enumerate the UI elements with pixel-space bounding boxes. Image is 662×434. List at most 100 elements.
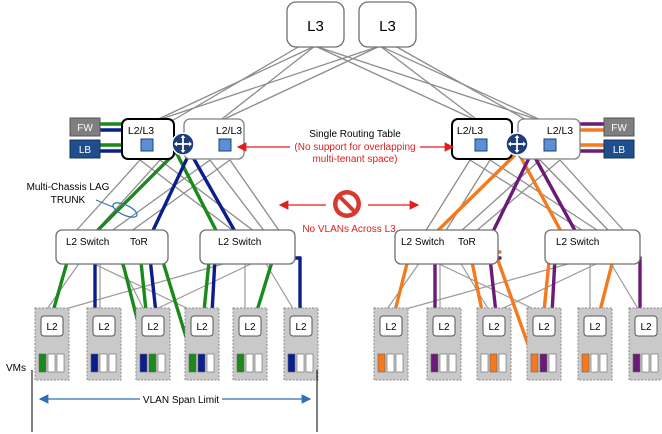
vm-slot[interactable] — [548, 353, 557, 373]
tor-switch-4[interactable]: L2 Switch — [544, 229, 641, 265]
server-8[interactable]: L2 — [426, 307, 462, 381]
server-7[interactable]: L2 — [373, 307, 409, 381]
server-4[interactable]: L2 — [184, 307, 220, 381]
vm-slot[interactable] — [139, 353, 148, 373]
vm-slot[interactable] — [581, 353, 590, 373]
server-3[interactable]: L2 — [135, 307, 171, 381]
vm-slot[interactable] — [480, 353, 489, 373]
tor-switch-2-label: L2 Switch — [218, 237, 261, 248]
vm-slot[interactable] — [296, 353, 305, 373]
vm-slot[interactable] — [650, 353, 659, 373]
server-10-label: L2 — [538, 322, 550, 333]
server-7-label: L2 — [385, 322, 397, 333]
server-6-label: L2 — [295, 322, 307, 333]
tor-switch-4-label: L2 Switch — [556, 237, 599, 248]
load-balancer-left-label: LB — [79, 145, 92, 156]
vm-slot[interactable] — [254, 353, 263, 373]
agg-switch-right-a-label: L2/L3 — [457, 125, 483, 137]
aggregation-right: L2/L3 L2/L3 — [451, 118, 581, 160]
vm-slot[interactable] — [38, 353, 47, 373]
vm-slot[interactable] — [498, 353, 507, 373]
vm-slot[interactable] — [287, 353, 296, 373]
vm-slot[interactable] — [632, 353, 641, 373]
vm-slot[interactable] — [641, 353, 650, 373]
agg-switch-left-b-label: L2/L3 — [216, 125, 242, 137]
server-1-label: L2 — [46, 322, 58, 333]
hypervisor-switch — [238, 315, 262, 337]
vm-slot[interactable] — [90, 353, 99, 373]
load-balancer-left[interactable] — [69, 139, 101, 159]
server-3-label: L2 — [147, 322, 159, 333]
vm-slot[interactable] — [590, 353, 599, 373]
core-router-left[interactable] — [286, 1, 345, 48]
prohibited-icon — [333, 190, 361, 218]
agg-switch-left-a-label: L2/L3 — [128, 125, 154, 137]
hypervisor-switch — [634, 315, 658, 337]
vm-slot[interactable] — [305, 353, 314, 373]
hypervisor-switch — [190, 315, 214, 337]
firewall-right[interactable] — [603, 117, 635, 137]
aggregation-left: L2/L3 L2/L3 — [121, 118, 245, 160]
server-1[interactable]: L2 — [34, 307, 70, 381]
server-11[interactable]: L2 — [577, 307, 613, 381]
vm-slot[interactable] — [377, 353, 386, 373]
lag-note-line2: TRUNK — [51, 195, 86, 206]
vm-slot[interactable] — [386, 353, 395, 373]
vm-slot[interactable] — [530, 353, 539, 373]
tor-switch-3[interactable]: L2 Switch ToR — [394, 229, 499, 265]
tor-switch-1-label: L2 Switch — [66, 237, 109, 248]
vm-slot[interactable] — [56, 353, 65, 373]
lag-marker-ellipse — [112, 202, 138, 218]
router-icon — [171, 132, 195, 156]
vm-slot[interactable] — [395, 353, 404, 373]
load-balancer-right-label: LB — [613, 145, 626, 156]
server-10[interactable]: L2 — [526, 307, 562, 381]
vm-slot[interactable] — [206, 353, 215, 373]
vm-slot[interactable] — [188, 353, 197, 373]
vm-slot[interactable] — [448, 353, 457, 373]
hypervisor-switch — [379, 315, 403, 337]
vm-slot[interactable] — [148, 353, 157, 373]
vm-slot[interactable] — [430, 353, 439, 373]
vm-slot[interactable] — [108, 353, 117, 373]
tor-switch-2[interactable]: L2 Switch — [199, 229, 296, 265]
vm-slot[interactable] — [245, 353, 254, 373]
core-aggregation-links — [151, 45, 546, 123]
vm-slot[interactable] — [489, 353, 498, 373]
vm-slot[interactable] — [539, 353, 548, 373]
server-9[interactable]: L2 — [476, 307, 512, 381]
tor-switch-1-tag: ToR — [130, 237, 148, 248]
routing-table-note: Single Routing Table — [309, 129, 401, 140]
core-router-left-label: L3 — [307, 18, 324, 35]
server-8-label: L2 — [438, 322, 450, 333]
vm-slot[interactable] — [236, 353, 245, 373]
tor-switch-3-label: L2 Switch — [401, 237, 444, 248]
firewall-left[interactable] — [69, 117, 101, 137]
server-9-label: L2 — [488, 322, 500, 333]
module-icon — [140, 138, 154, 152]
server-5[interactable]: L2 — [232, 307, 268, 381]
agg-switch-right-b-label: L2/L3 — [547, 125, 573, 137]
lag-note-line1: Multi-Chassis LAG — [27, 182, 110, 193]
hypervisor-switch — [40, 315, 64, 337]
vm-slot[interactable] — [47, 353, 56, 373]
tor-switch-3-tag: ToR — [458, 237, 476, 248]
vm-slot[interactable] — [99, 353, 108, 373]
core-router-right[interactable] — [358, 1, 417, 48]
server-6[interactable]: L2 — [283, 307, 319, 381]
module-icon — [474, 138, 488, 152]
tor-switch-1[interactable]: L2 Switch ToR — [55, 229, 169, 265]
vm-slot[interactable] — [197, 353, 206, 373]
server-12-label: L2 — [640, 322, 652, 333]
router-icon — [505, 132, 529, 156]
server-12[interactable]: L2 — [628, 307, 662, 381]
vm-slot[interactable] — [157, 353, 166, 373]
vm-slot[interactable] — [439, 353, 448, 373]
hypervisor-switch — [432, 315, 456, 337]
module-icon — [218, 138, 232, 152]
server-2[interactable]: L2 — [86, 307, 122, 381]
vms-label: VMs — [6, 363, 26, 374]
vm-slot[interactable] — [599, 353, 608, 373]
load-balancer-right[interactable] — [603, 139, 635, 159]
